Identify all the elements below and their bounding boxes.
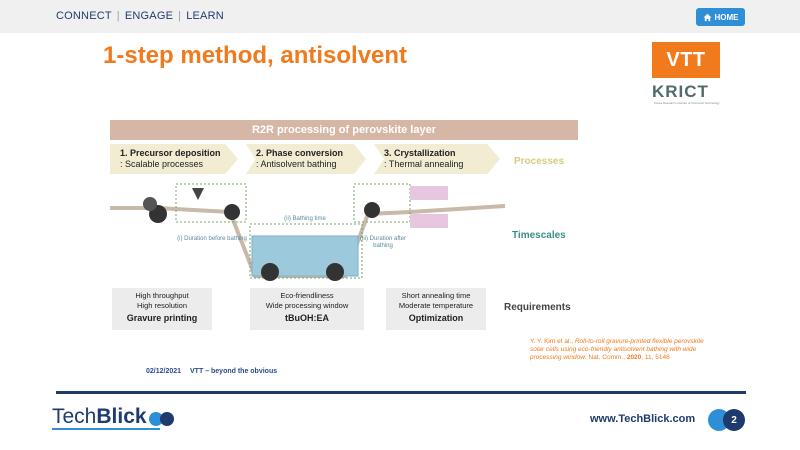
citation-volume: , 11, 5146 [641, 354, 670, 361]
krict-logo-subtitle: Korea Research Institute of Chemical Tec… [654, 101, 720, 105]
step-3-title: 3. Crystallization [384, 148, 456, 158]
step-1-title: 1. Precursor deposition [120, 148, 221, 158]
annealing-block [410, 214, 448, 228]
roller [143, 197, 157, 211]
requirement-main: Gravure printing [126, 313, 198, 323]
requirement-box-gravure: High throughput High resolution Gravure … [112, 288, 212, 330]
duration-after-box [353, 183, 411, 223]
step-2-chevron: 2. Phase conversion : Antisolvent bathin… [246, 144, 366, 174]
logo-dot-icon [159, 412, 174, 426]
requirement-main: Optimization [408, 313, 464, 323]
r2r-process-figure: R2R processing of perovskite layer 1. Pr… [110, 118, 580, 333]
nav-learn[interactable]: LEARN [186, 10, 224, 22]
requirement-main: tBuOH:EA [285, 313, 329, 323]
label-processes: Processes [514, 156, 565, 167]
note-duration-before: (i) Duration before bathing [177, 236, 247, 242]
bathing-time-box [249, 223, 363, 279]
nav-connect[interactable]: CONNECT [56, 10, 112, 22]
step-1-subtitle: : Scalable processes [120, 159, 204, 169]
citation-journal: . Nat. Comm., [584, 354, 627, 361]
requirement-line: Short annealing time [401, 291, 471, 300]
roller [224, 204, 240, 220]
home-icon [702, 13, 712, 21]
requirement-box-tbuoh: Eco-friendliness Wide processing window … [250, 288, 364, 330]
krict-logo-text: KRICT [652, 82, 709, 101]
label-requirements: Requirements [504, 302, 571, 313]
footer-date: 02/12/2021 [146, 368, 182, 375]
techblick-logo-tech: Tech [52, 405, 97, 428]
step-2-subtitle: : Antisolvent bathing [256, 159, 337, 169]
step-3-chevron: 3. Crystallization : Thermal annealing [374, 144, 500, 174]
roller [261, 263, 279, 281]
citation: Y. Y. Kim et al., Roll-to-roll gravure-p… [530, 338, 710, 362]
note-duration-after: (iii) Duration after bathing [359, 236, 406, 249]
gravure-head [192, 188, 204, 200]
step-1-chevron: 1. Precursor deposition : Scalable proce… [110, 144, 238, 174]
step-3-subtitle: : Thermal annealing [384, 159, 464, 169]
website-link[interactable]: www.TechBlick.com [590, 413, 696, 425]
requirement-line: High throughput [135, 291, 189, 300]
top-bar: CONNECT | ENGAGE | LEARN HOME [0, 0, 800, 33]
requirement-line: Eco-friendliness [280, 291, 334, 300]
page-number-value: 2 [723, 409, 745, 431]
nav-separator: | [116, 10, 120, 22]
nav-separator: | [178, 10, 182, 22]
page-number: 2 [708, 409, 748, 431]
requirement-box-optimization: Short annealing time Moderate temperatur… [386, 288, 486, 330]
duration-before-box [175, 183, 247, 223]
step-2-title: 2. Phase conversion [256, 148, 344, 158]
note-bathing-time: (ii) Bathing time [284, 216, 326, 222]
label-timescales: Timescales [512, 230, 566, 241]
citation-year: 2020 [626, 354, 642, 361]
roller [326, 263, 344, 281]
vtt-logo: VTT [652, 42, 720, 78]
top-nav: CONNECT | ENGAGE | LEARN [56, 10, 224, 22]
requirement-line: Wide processing window [265, 301, 349, 310]
techblick-logo-blick: Blick [96, 405, 147, 428]
roll-to-roll-diagram [110, 183, 506, 281]
footer-divider [56, 391, 746, 394]
home-button[interactable]: HOME [696, 8, 745, 26]
figure-header: R2R processing of perovskite layer [110, 120, 578, 140]
krict-logo: KRICT Korea Research Institute of Chemic… [652, 82, 720, 106]
annealing-block [410, 186, 448, 200]
logo-dot-icon [148, 412, 163, 426]
requirement-line: Moderate temperature [398, 301, 474, 310]
slide-title: 1-step method, antisolvent [103, 42, 408, 69]
footer-tagline: VTT – beyond the obvious [190, 368, 278, 375]
requirement-line: High resolution [136, 301, 188, 310]
techblick-underline [52, 428, 160, 430]
nav-engage[interactable]: ENGAGE [124, 10, 174, 22]
roller [364, 202, 380, 218]
citation-title: Roll-to-roll gravure-printed flexible pe… [530, 338, 704, 361]
citation-authors: Y. Y. Kim et al., [530, 338, 575, 345]
home-label: HOME [714, 12, 739, 22]
